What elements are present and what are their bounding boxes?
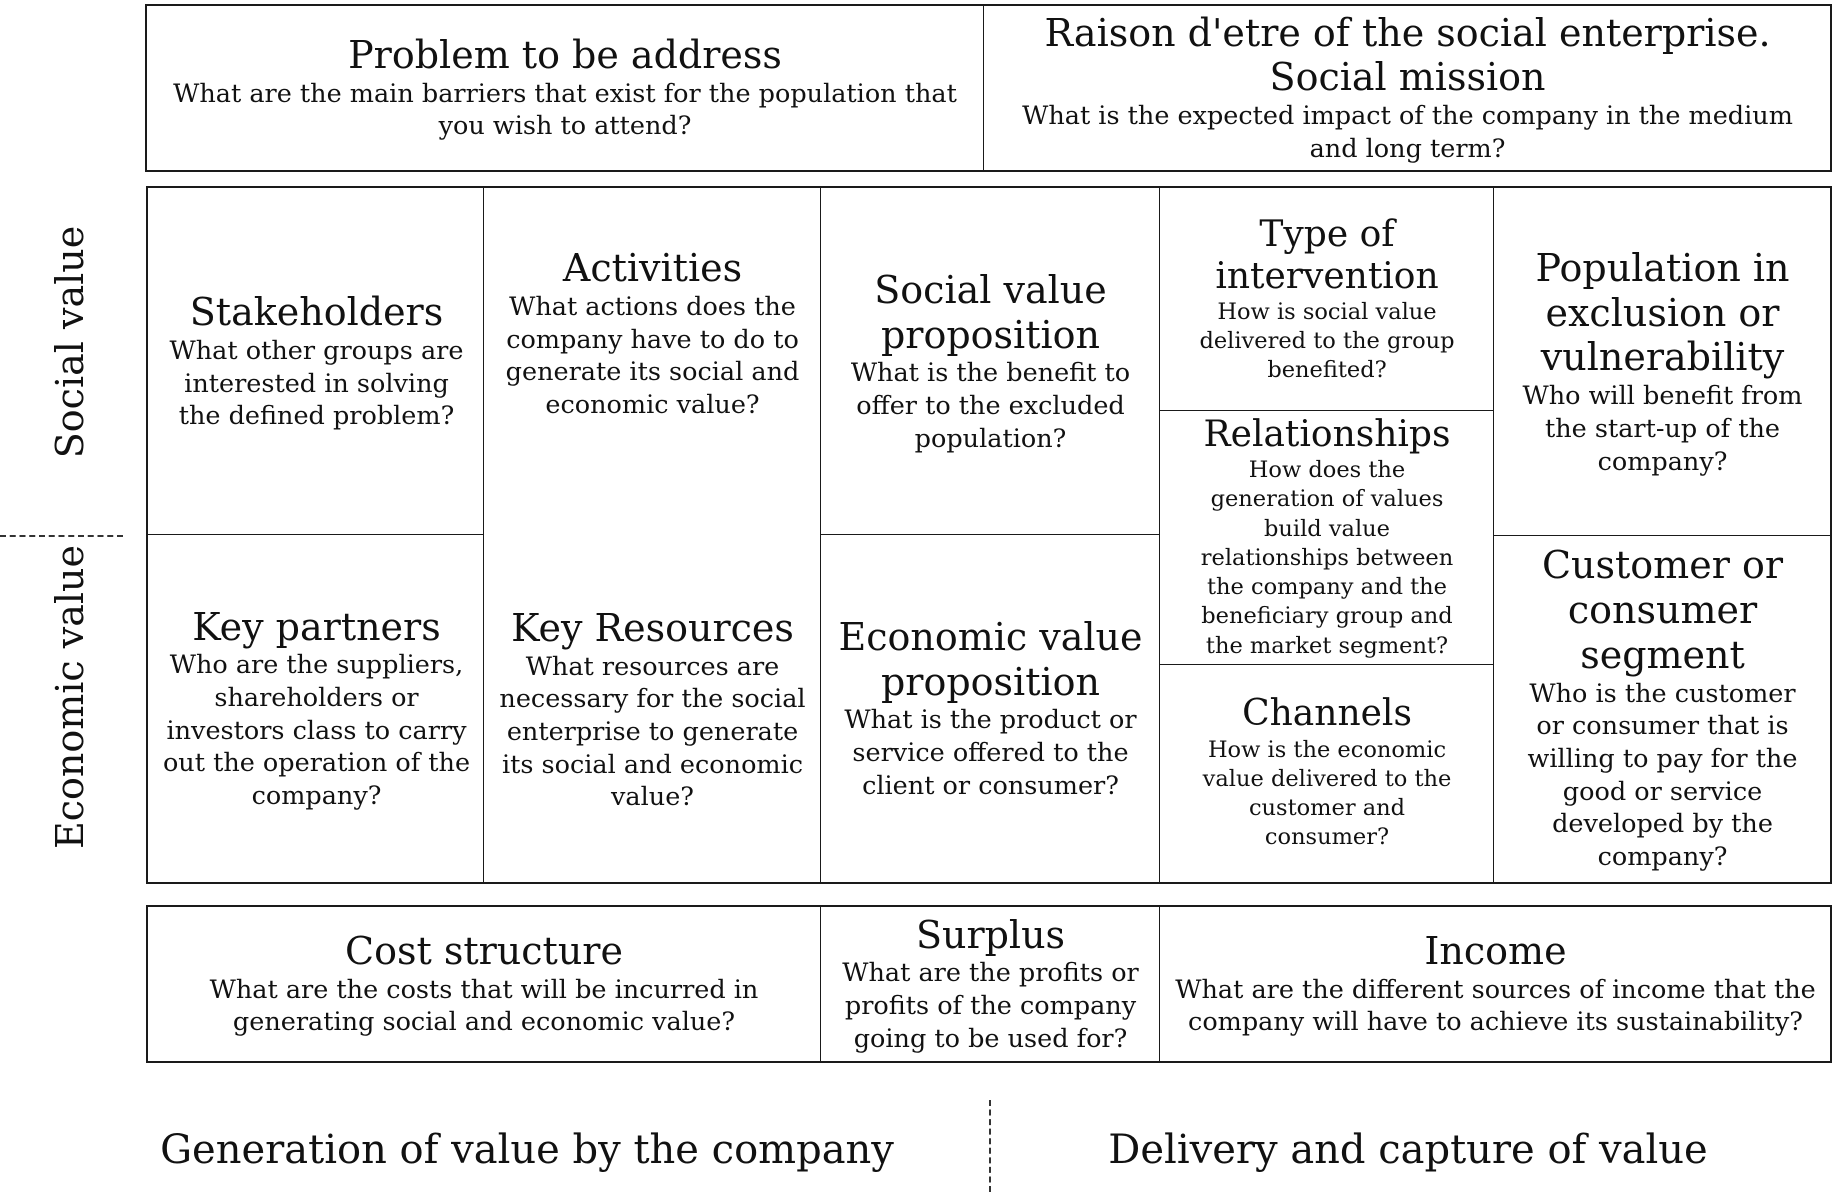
social-value-proposition-block: Social value proposition What is the ben…: [822, 189, 1159, 534]
side-label-economic: Economic value: [48, 544, 92, 850]
social-value-proposition-title: Social value proposition: [874, 267, 1107, 357]
footer-delivery-label: Delivery and capture of value: [1108, 1127, 1708, 1173]
mission-block: Raison d'etre of the social enterprise. …: [985, 6, 1830, 170]
relationships-question: How does the generation of values build …: [1200, 457, 1454, 659]
financials-box: [146, 905, 1832, 1063]
canvas-hline-col3: [820, 534, 1159, 535]
social-economic-separator: [0, 535, 123, 537]
surplus-title: Surplus: [915, 912, 1066, 957]
canvas-hline-col4b: [1159, 664, 1493, 665]
income-block: Income What are the different sources of…: [1161, 907, 1830, 1061]
activities-question: What actions does the company have to do…: [505, 292, 800, 421]
canvas-divider-1: [483, 187, 484, 883]
stakeholders-block: Stakeholders What other groups are inter…: [150, 189, 483, 534]
cost-structure-question: What are the costs that will be incurred…: [209, 974, 759, 1038]
economic-value-proposition-block: Economic value proposition What is the p…: [822, 536, 1159, 881]
surplus-block: Surplus What are the profits or profits …: [822, 907, 1159, 1061]
key-partners-question: Who are the suppliers, shareholders or i…: [162, 650, 471, 811]
key-partners-title: Key partners: [192, 604, 441, 649]
canvas-box: [146, 186, 1832, 884]
surplus-question: What are the profits or profits of the c…: [842, 958, 1139, 1054]
financials-divider-2: [1159, 906, 1160, 1062]
channels-question: How is the economic value delivered to t…: [1202, 736, 1452, 851]
type-of-intervention-question: How is social value delivered to the gro…: [1199, 298, 1455, 384]
population-question: Who will benefit from the start-up of th…: [1522, 381, 1803, 477]
mission-title-line1: Raison d'etre of the social enterprise.: [1044, 10, 1771, 55]
header-divider: [983, 5, 984, 171]
key-resources-question: What resources are necessary for the soc…: [499, 651, 806, 813]
economic-value-proposition-title: Economic value proposition: [838, 614, 1143, 704]
income-title: Income: [1424, 928, 1567, 973]
customer-segment-question: Who is the customer or consumer that is …: [1527, 678, 1798, 872]
type-of-intervention-block: Type of intervention How is social value…: [1161, 189, 1493, 410]
financials-divider-1: [820, 906, 821, 1062]
stakeholders-title: Stakeholders: [189, 290, 444, 335]
canvas-hline-col5: [1493, 535, 1830, 536]
problem-title: Problem to be address: [348, 32, 782, 77]
header-box: [145, 4, 1832, 172]
population-block: Population in exclusion or vulnerability…: [1495, 189, 1830, 535]
channels-title: Channels: [1242, 693, 1412, 735]
type-of-intervention-title: Type of intervention: [1215, 213, 1439, 297]
canvas-divider-2: [820, 187, 821, 883]
relationships-title: Relationships: [1203, 414, 1451, 456]
cost-structure-block: Cost structure What are the costs that w…: [148, 907, 820, 1061]
key-resources-title: Key Resources: [511, 606, 794, 651]
mission-title: Raison d'etre of the social enterprise. …: [1044, 11, 1770, 101]
economic-value-proposition-question: What is the product or service offered t…: [844, 705, 1137, 801]
canvas-hline-col1: [148, 534, 483, 535]
customer-segment-block: Customer or consumer segment Who is the …: [1495, 536, 1830, 881]
social-value-proposition-question: What is the benefit to offer to the excl…: [850, 358, 1131, 454]
cost-structure-title: Cost structure: [345, 928, 623, 973]
relationships-block: Relationships How does the generation of…: [1161, 411, 1493, 664]
key-partners-block: Key partners Who are the suppliers, shar…: [150, 536, 483, 881]
canvas-divider-3: [1159, 187, 1160, 883]
activities-title: Activities: [562, 246, 743, 291]
problem-block: Problem to be address What are the main …: [147, 6, 983, 170]
income-question: What are the different sources of income…: [1175, 974, 1816, 1038]
stakeholders-question: What other groups are interested in solv…: [169, 335, 464, 432]
canvas-hline-col4a: [1159, 410, 1493, 411]
side-label-social: Social value: [48, 225, 92, 459]
customer-segment-title: Customer or consumer segment: [1541, 543, 1783, 678]
footer-generation-label: Generation of value by the company: [160, 1127, 894, 1173]
key-resources-block: Key Resources What resources are necessa…: [485, 560, 820, 860]
problem-question: What are the main barriers that exist fo…: [173, 78, 957, 142]
mission-title-line2: Social mission: [1269, 55, 1546, 100]
footer-separator: [989, 1100, 991, 1192]
channels-block: Channels How is the economic value deliv…: [1161, 665, 1493, 881]
activities-block: Activities What actions does the company…: [485, 189, 820, 479]
population-title: Population in exclusion or vulnerability: [1535, 245, 1790, 380]
mission-question: What is the expected impact of the compa…: [1022, 101, 1793, 164]
